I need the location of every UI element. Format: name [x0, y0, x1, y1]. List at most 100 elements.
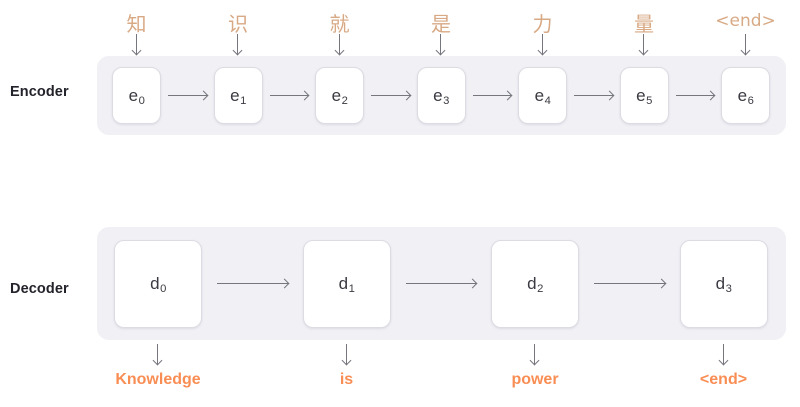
encoder-cell-e2: e2	[315, 67, 364, 124]
encoder-input-token-1: 识	[228, 12, 248, 36]
arrow-head	[299, 90, 310, 101]
decoder-output-token-2: power	[511, 371, 559, 388]
decoder-output-token-1: is	[339, 371, 354, 388]
decoder-output-arrow-3	[718, 344, 729, 366]
encoder-input-token-0: 知	[126, 12, 147, 36]
arrow-shaft	[405, 283, 476, 285]
arrow-head	[656, 278, 666, 289]
encoder-input-arrow-4	[537, 34, 548, 56]
cell-base-label: e4	[534, 85, 551, 107]
decoder-cell-d3: d3	[679, 240, 768, 328]
cell-subscript-label: 5	[646, 94, 653, 107]
decoder-cell-d1: d1	[302, 240, 391, 328]
encoder-flow-arrow-0	[168, 90, 208, 101]
encoder-input-arrow-0	[131, 34, 142, 56]
encoder-cell-e5: e5	[619, 67, 669, 124]
arrow-shaft	[338, 34, 340, 54]
arrow-shaft	[594, 283, 665, 285]
arrow-head	[232, 45, 243, 56]
decoder-output-arrow-1	[341, 344, 352, 366]
cell-subscript-label: 0	[138, 94, 145, 107]
arrow-head	[334, 45, 345, 56]
arrow-shaft	[345, 344, 347, 364]
encoder-input-token-2: 就	[329, 12, 350, 36]
cell-base-label: d0	[150, 274, 167, 296]
cell-subscript-label: 1	[348, 283, 355, 296]
cell-subscript-label: 3	[725, 283, 732, 296]
encoder-input-arrow-6	[740, 34, 751, 56]
encoder-row-label: Encoder	[10, 84, 69, 100]
arrow-shaft	[534, 344, 536, 364]
cell-base-label: e6	[737, 85, 754, 107]
cell-base-label: e1	[230, 85, 247, 107]
arrow-head	[152, 355, 163, 366]
arrow-shaft	[722, 344, 724, 364]
arrow-head	[279, 278, 289, 289]
cell-subscript-label: 3	[443, 94, 450, 107]
arrow-shaft	[643, 34, 645, 54]
arrow-head	[537, 45, 548, 56]
decoder-output-token-3: <end>	[699, 371, 748, 388]
encoder-input-arrow-2	[334, 34, 345, 56]
encoder-input-token-4: 力	[532, 12, 553, 36]
decoder-flow-arrow-2	[594, 278, 666, 289]
cell-subscript-label: 4	[544, 94, 551, 107]
arrow-shaft	[744, 34, 746, 54]
cell-base-label: e0	[128, 85, 145, 107]
arrow-shaft	[168, 95, 207, 97]
cell-subscript-label: 2	[537, 283, 544, 296]
cell-base-label: d3	[715, 274, 732, 296]
encoder-input-token-3: 是	[431, 12, 451, 36]
arrow-head	[604, 90, 614, 101]
arrow-shaft	[157, 344, 159, 364]
decoder-cell-d2: d2	[491, 240, 579, 328]
arrow-head	[401, 90, 411, 101]
encoder-flow-arrow-2	[371, 90, 411, 101]
arrow-shaft	[237, 34, 239, 54]
arrow-head	[502, 90, 513, 101]
encoder-input-token-5: 量	[634, 12, 654, 36]
decoder-output-token-0: Knowledge	[115, 371, 201, 388]
arrow-shaft	[440, 34, 442, 54]
arrow-shaft	[135, 34, 137, 54]
arrow-head	[705, 90, 716, 101]
encoder-input-arrow-1	[232, 34, 243, 56]
encoder-input-arrow-3	[435, 34, 446, 56]
encoder-flow-arrow-1	[269, 90, 310, 101]
cell-base-label: e2	[331, 85, 348, 107]
arrow-head	[467, 278, 478, 289]
arrow-shaft	[574, 95, 613, 97]
encoder-cell-e0: e0	[112, 67, 161, 124]
encoder-cell-e3: e3	[416, 67, 466, 124]
decoder-output-arrow-2	[529, 344, 540, 366]
cell-base-label: e3	[433, 85, 450, 107]
encoder-flow-arrow-4	[574, 90, 614, 101]
cell-base-label: d1	[338, 274, 355, 296]
encoder-cell-e4: e4	[518, 67, 567, 124]
decoder-cell-d0: d0	[114, 240, 202, 328]
arrow-shaft	[269, 95, 308, 97]
arrow-shaft	[371, 95, 410, 97]
decoder-flow-arrow-1	[405, 278, 478, 289]
cell-subscript-label: 1	[240, 94, 247, 107]
arrow-head	[638, 45, 649, 56]
arrow-head	[740, 45, 751, 56]
arrow-head	[529, 355, 540, 366]
cell-base-label: d2	[527, 274, 544, 296]
arrow-shaft	[675, 95, 714, 97]
arrow-head	[435, 45, 446, 56]
encoder-cell-e1: e1	[213, 67, 263, 124]
cell-subscript-label: 6	[747, 94, 754, 107]
decoder-row-label: Decoder	[10, 281, 69, 297]
arrow-head	[341, 355, 352, 366]
encoder-flow-arrow-3	[472, 90, 513, 101]
encoder-cell-e6: e6	[721, 67, 770, 124]
cell-subscript-label: 2	[341, 94, 348, 107]
arrow-shaft	[541, 34, 543, 54]
arrow-head	[718, 355, 729, 366]
decoder-output-arrow-0	[152, 344, 163, 366]
encoder-input-arrow-5	[638, 34, 649, 56]
arrow-head	[131, 45, 142, 56]
cell-base-label: e5	[636, 85, 653, 107]
